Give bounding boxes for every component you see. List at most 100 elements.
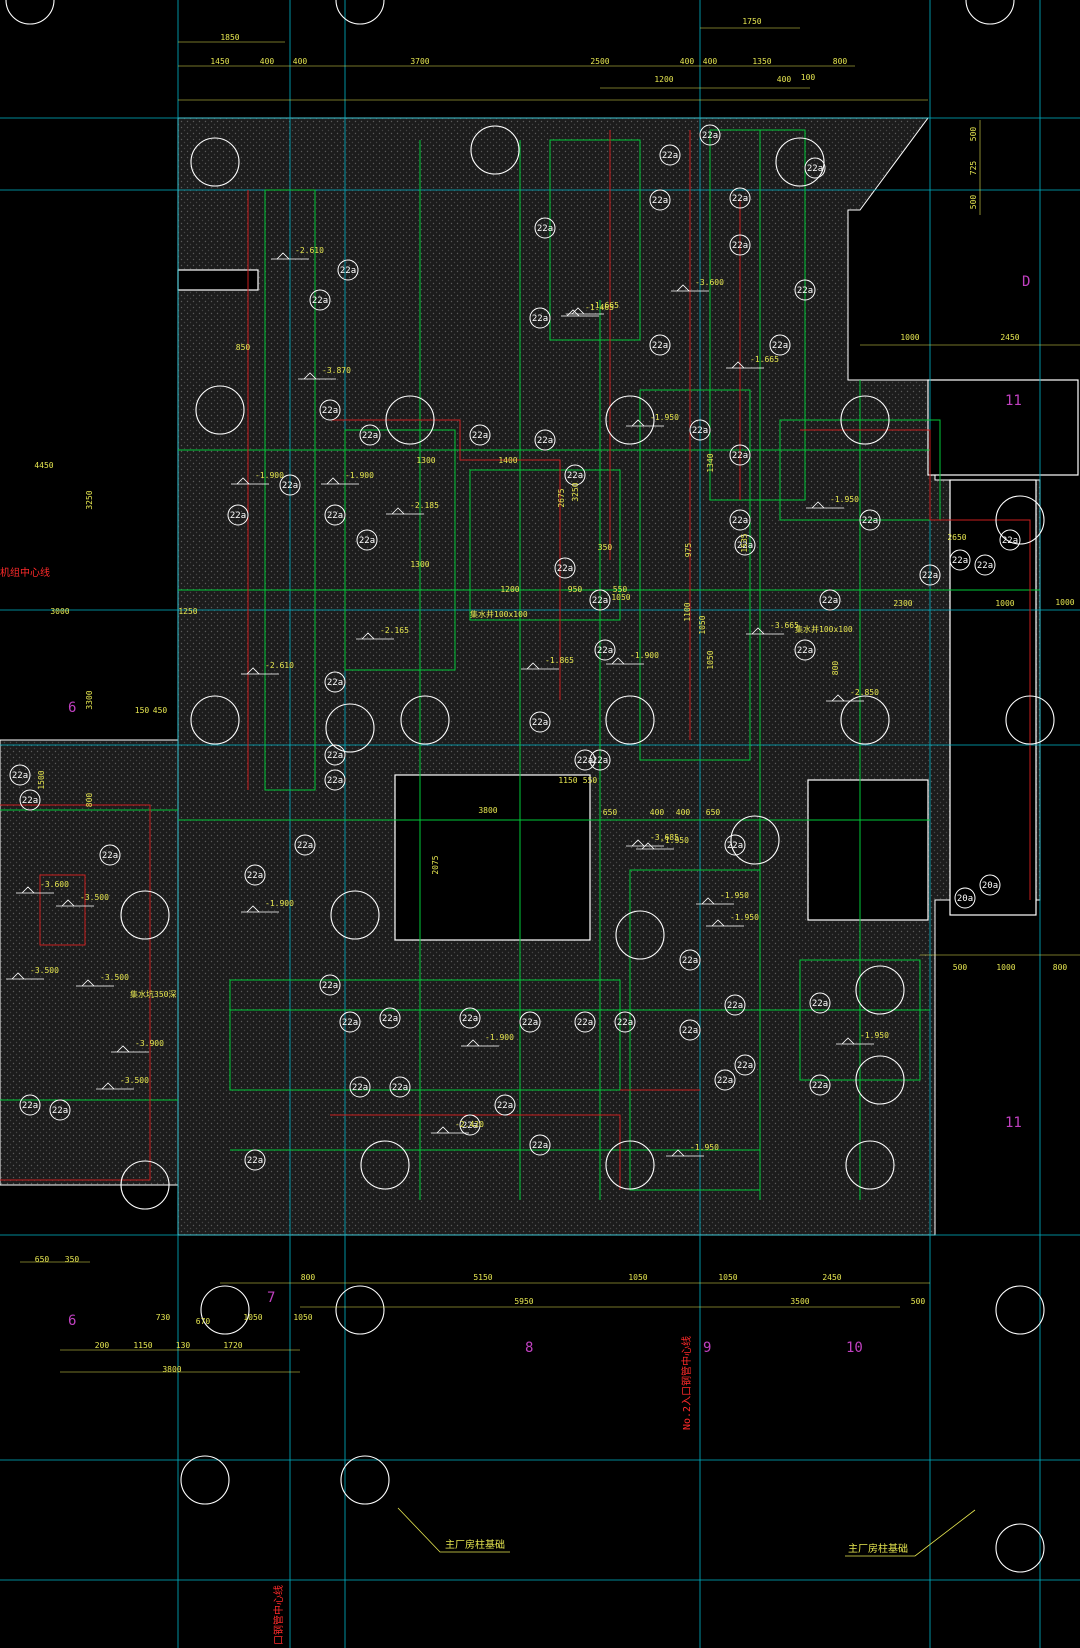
svg-text:-1.665: -1.665 [750,355,779,364]
dim-left-2: 3000 [50,607,69,616]
svg-text:-2.185: -2.185 [410,501,439,510]
pile-tag-62: 22a [809,1074,831,1096]
dim-center-21: 1050 [698,615,707,634]
svg-text:20a: 20a [982,881,998,891]
svg-text:22a: 22a [472,431,488,441]
dim-bottom-0: 800 [301,1273,316,1282]
svg-text:-1.950: -1.950 [720,891,749,900]
level-mark-24: -3.500 [6,966,59,980]
svg-text:22a: 22a [312,296,328,306]
svg-text:22a: 22a [1002,536,1018,546]
svg-text:22a: 22a [812,1081,828,1091]
dim-right-10: 1000 [996,963,1015,972]
svg-text:22a: 22a [102,851,118,861]
pile-tag-7: 22a [356,529,378,551]
pile-tag-65: 22a [99,844,121,866]
dim-center-13: 800 [831,661,840,676]
svg-text:22a: 22a [797,646,813,656]
pile-12 [615,910,665,960]
level-mark-15: -1.950 [696,891,749,905]
dim-left-1: 3250 [85,490,94,509]
svg-text:22a: 22a [230,511,246,521]
svg-text:-1.950: -1.950 [860,1031,889,1040]
pile-tag-40: 22a [729,234,751,256]
dim-center-1: 2075 [431,855,440,874]
pile-tag-27: 22a [469,424,491,446]
level-mark-3: -1.900 [321,471,374,485]
pile-5 [180,1455,230,1505]
dim-bottom-18: 350 [65,1255,80,1264]
dim-top-11: 1200 [654,75,673,84]
pile-tag-58: 22a [714,1069,736,1091]
svg-text:22a: 22a [392,1083,408,1093]
dim-bottom-16: 3800 [162,1365,181,1374]
svg-text:22a: 22a [717,1076,733,1086]
level-mark-18: -1.900 [461,1033,514,1047]
level-mark-28: -1.900 [241,899,294,913]
level-mark-7: -1.665 [566,301,619,315]
pile-9 [400,695,450,745]
pile-tag-18: 22a [574,1011,596,1033]
pile-tag-0: 22a [337,259,359,281]
pile-0 [190,137,240,187]
dim-center-15: 400 [650,808,665,817]
dim-top-10: 1750 [742,17,761,26]
svg-text:-3.600: -3.600 [695,278,724,287]
svg-text:-2.420: -2.420 [455,1120,484,1129]
pile-tag-23: 22a [494,1094,516,1116]
pile-31 [335,0,385,25]
level-mark-22: -3.600 [16,880,69,894]
pile-25 [845,1140,895,1190]
main-house-note-right: 主厂房柱基础 [848,1542,908,1555]
level-mark-2: -1.900 [231,471,284,485]
level-mark-16: -1.950 [706,913,759,927]
pile-tag-9: 22a [324,744,346,766]
svg-text:22a: 22a [537,224,553,234]
svg-text:20a: 20a [957,894,973,904]
svg-text:22a: 22a [462,1014,478,1024]
svg-text:22a: 22a [22,796,38,806]
dim-right-7: 2300 [893,599,912,608]
dim-center-16: 400 [676,808,691,817]
dim-right-8: 1000 [995,599,1014,608]
pile-6 [340,1455,390,1505]
svg-text:-1.465: -1.465 [585,303,614,312]
svg-text:-1.950: -1.950 [690,1143,719,1152]
pile-19 [855,965,905,1015]
svg-text:-1.900: -1.900 [255,471,284,480]
sump-note: 集水坑350深 [130,989,176,999]
svg-text:22a: 22a [732,241,748,251]
pile-tag-61: 22a [809,992,831,1014]
dim-right-0: 500 [969,127,978,142]
dim-top-1: 1450 [210,57,229,66]
svg-text:-1.900: -1.900 [345,471,374,480]
pile-23 [995,495,1045,545]
pile-tag-17: 22a [519,1011,541,1033]
svg-text:22a: 22a [977,561,993,571]
dim-bottom-14: 130 [176,1341,191,1350]
svg-text:-3.870: -3.870 [322,366,351,375]
dim-center-23: 1535 [740,533,749,552]
svg-text:22a: 22a [732,516,748,526]
svg-text:22a: 22a [922,571,938,581]
pile-tag-8: 22a [324,671,346,693]
svg-text:22a: 22a [557,564,573,574]
pile-8 [385,395,435,445]
dim-bottom-13: 1150 [133,1341,152,1350]
svg-text:22a: 22a [322,981,338,991]
svg-text:22a: 22a [382,1014,398,1024]
svg-text:22a: 22a [737,1061,753,1071]
dim-left-7: 800 [85,793,94,808]
no2-centerline-note: No.2入口钢管中心线 [680,1336,693,1430]
pile-tag-45: 22a [769,334,791,356]
level-mark-20: -1.950 [666,1143,719,1157]
level-mark-4: -2.185 [386,501,439,515]
dim-center-22: 1340 [706,453,715,472]
level-marks: -2.610-3.870-1.900-1.900-2.185-2.165-2.6… [6,246,889,1157]
pile-13 [605,1140,655,1190]
level-mark-1: -3.870 [298,366,351,380]
pile-tag-60: 22a [679,1019,701,1041]
level-mark-25: -3.500 [76,973,129,987]
svg-text:22a: 22a [522,1018,538,1028]
pile-tag-69: 22a [574,749,596,771]
